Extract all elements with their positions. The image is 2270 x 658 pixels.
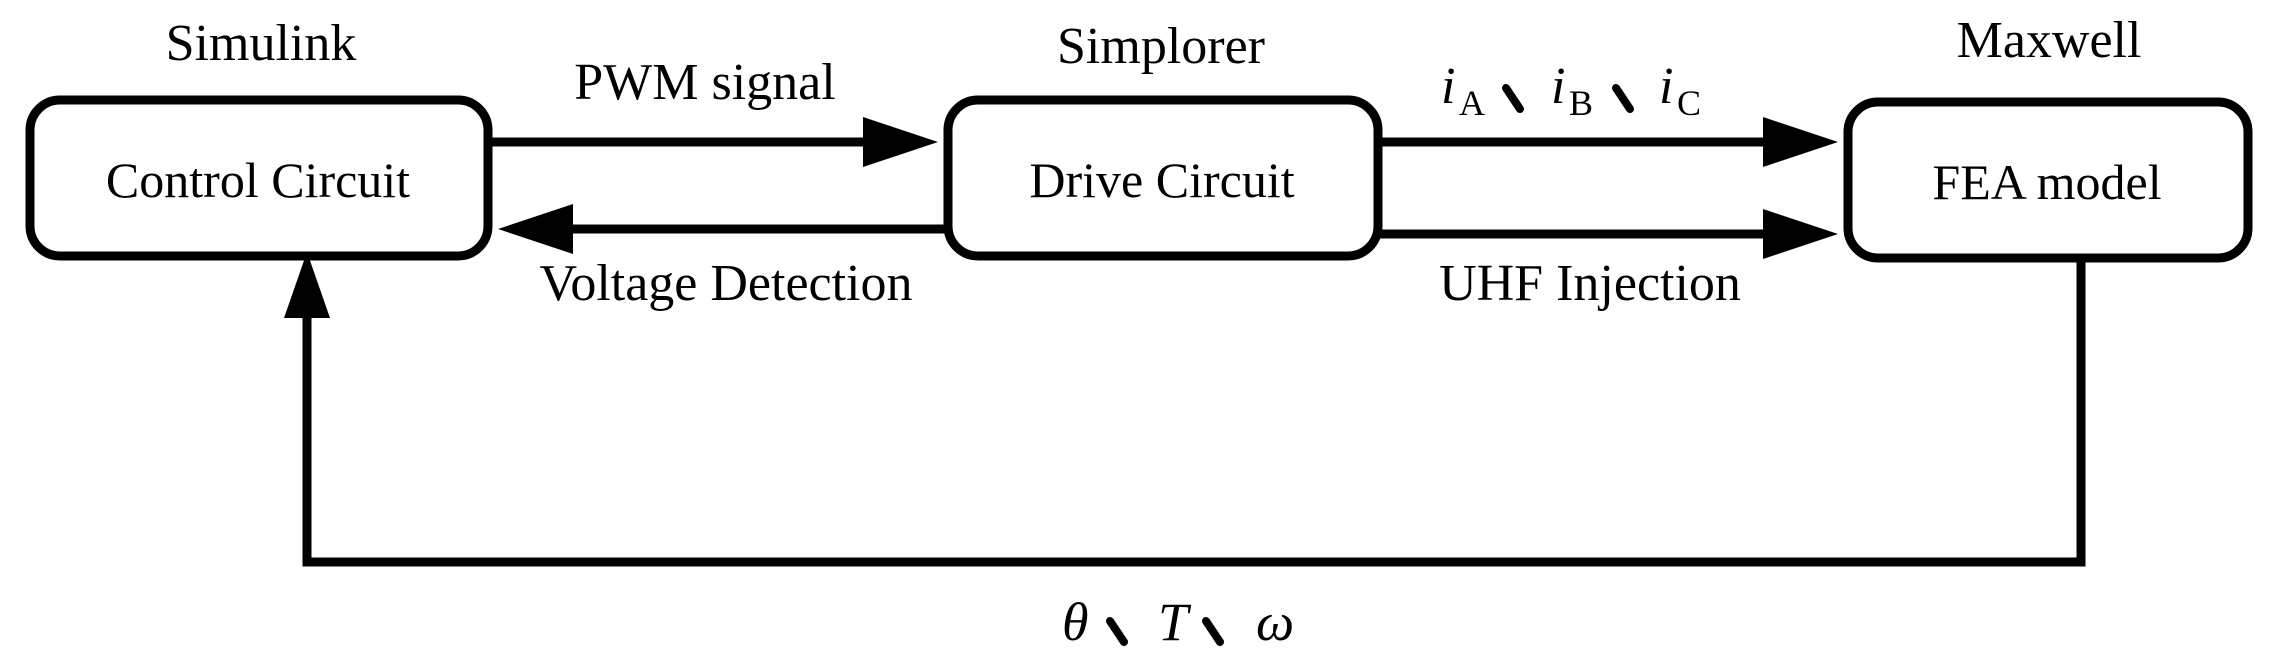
enumeration-comma-icon [1502,84,1524,113]
feedback-theta-symbol: θ [1062,592,1089,652]
edge-label-uhf-injection: UHF Injection [1439,255,1741,312]
current-ia-subscript: A [1459,83,1485,123]
node-label-control-circuit: Control Circuit [106,152,410,208]
tool-label-simulink: Simulink [166,15,357,72]
phase-currents-arrowhead-icon [1763,117,1838,167]
current-ia-symbol: i [1441,58,1455,115]
uhf-injection-arrowhead-icon [1763,209,1838,259]
feedback-omega-symbol: ω [1256,592,1294,652]
tool-label-maxwell: Maxwell [1957,12,2142,69]
enumeration-comma-icon [1612,84,1634,113]
node-label-drive-circuit: Drive Circuit [1029,152,1294,208]
edge-label-pwm-signal: PWM signal [574,54,835,111]
enumeration-comma-icon [1202,617,1224,646]
node-box-control-circuit [25,95,493,261]
node-label-fea-model: FEA model [1932,154,2161,210]
current-ib-subscript: B [1569,83,1593,123]
current-ic-subscript: C [1677,83,1701,123]
node-box-fea-model [1843,97,2253,263]
current-ib-symbol: i [1551,58,1565,115]
current-ic-symbol: i [1659,58,1673,115]
feedback-loop-line [302,257,2086,567]
edge-label-voltage-detection: Voltage Detection [539,255,912,312]
edge-label-feedback: θ T ω [1062,592,1294,652]
feedback-arrowhead-icon [284,252,330,318]
pwm-arrowhead-icon [863,117,938,167]
tool-label-simplorer: Simplorer [1057,18,1265,75]
feedback-torque-symbol: T [1158,592,1192,652]
node-box-drive-circuit [943,95,1383,261]
edge-label-phase-currents: i A i B i C [1441,58,1701,123]
enumeration-comma-icon [1106,617,1128,646]
voltage-detection-arrowhead-icon [498,204,573,254]
